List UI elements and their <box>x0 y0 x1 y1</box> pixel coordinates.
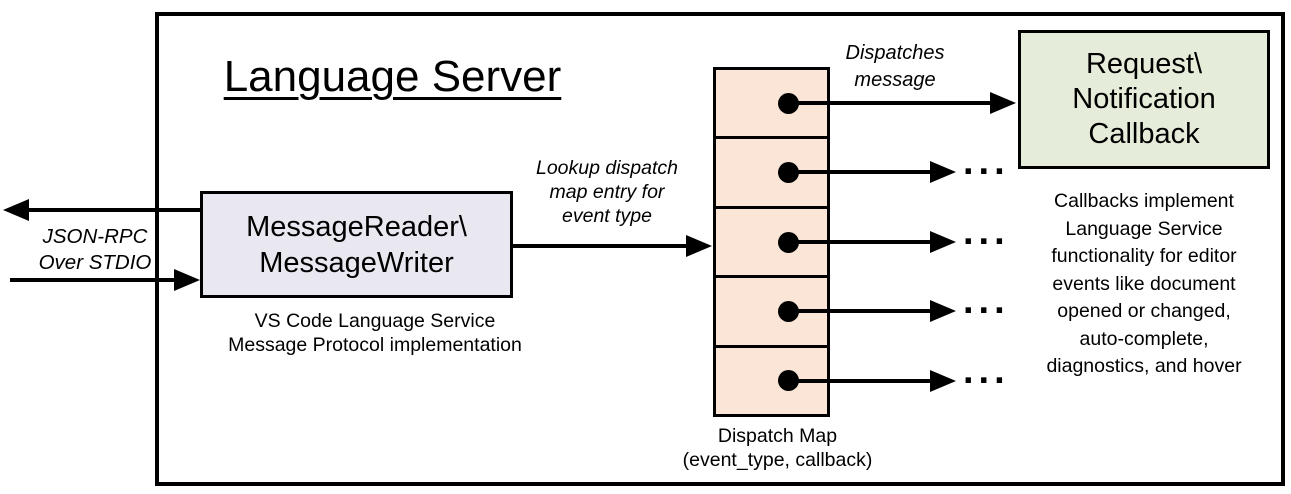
dispatches-message-label: Dispatches message <box>805 40 985 94</box>
lookup-dispatch-label-line2: map entry for <box>549 181 665 203</box>
dispatch-arrow-head-icon <box>930 300 956 322</box>
lookup-dispatch-label-line3: event type <box>562 205 652 227</box>
dispatch-arrow-head-icon <box>930 161 956 183</box>
diagram-title: Language Server <box>200 53 585 101</box>
dispatch-map-cell <box>716 139 827 209</box>
diagram-title-text: Language Server <box>223 52 562 101</box>
callback-note-line: auto-complete, <box>1079 327 1209 350</box>
dispatch-map-caption-line2: (event_type, callback) <box>682 449 873 471</box>
dispatch-map-caption-line1: Dispatch Map <box>717 425 838 447</box>
callback-note-line: events like document <box>1052 272 1236 295</box>
callback-box-line2: Notification <box>1072 83 1216 115</box>
callback-box-line3: Callback <box>1088 118 1200 150</box>
dispatch-arrow-line-1 <box>786 101 994 105</box>
ellipsis-label: ... <box>963 141 1010 183</box>
lookup-dispatch-label-line1: Lookup dispatch <box>535 157 679 179</box>
dispatch-arrow-head-icon <box>990 92 1016 114</box>
ellipsis-label: ... <box>963 211 1010 253</box>
message-box-caption: VS Code Language Service Message Protoco… <box>180 310 570 357</box>
io-transport-label: JSON-RPC Over STDIO <box>10 224 180 276</box>
lookup-arrow-line <box>513 244 690 248</box>
callback-note-line: functionality for editor <box>1051 245 1237 267</box>
dispatch-map-caption: Dispatch Map (event_type, callback) <box>650 424 905 472</box>
callback-note-line: diagnostics, and hover <box>1046 355 1242 377</box>
language-server-outer-box <box>155 12 1285 486</box>
dispatch-arrow-head-icon <box>930 231 956 253</box>
outbound-arrow-head-icon <box>3 199 29 221</box>
io-transport-label-line1: JSON-RPC <box>42 225 148 248</box>
ellipsis-label: ... <box>963 350 1010 392</box>
message-box-caption-line1: VS Code Language Service <box>254 310 496 332</box>
callback-note-line: Callbacks implement <box>1054 190 1234 212</box>
request-notification-callback-box: Request\ Notification Callback <box>1018 30 1270 169</box>
message-writer-label: MessageWriter <box>259 246 454 279</box>
ellipsis-label: ... <box>963 280 1010 322</box>
inbound-arrow-head-icon <box>174 269 200 291</box>
io-transport-label-line2: Over STDIO <box>38 251 152 274</box>
dispatch-arrow-line-5 <box>786 379 932 383</box>
dispatch-arrow-line-4 <box>786 309 932 313</box>
lookup-arrow-head-icon <box>686 235 712 257</box>
dispatches-message-label-line1: Dispatches <box>845 42 945 64</box>
message-reader-writer-box: MessageReader\ MessageWriter <box>200 191 513 298</box>
dispatch-map-box <box>713 67 830 417</box>
outbound-arrow-line <box>24 208 200 212</box>
dispatch-arrow-line-3 <box>786 240 932 244</box>
callback-box-line1: Request\ <box>1085 48 1203 80</box>
callback-note-line: Language Service <box>1065 217 1223 240</box>
callback-note-line: opened or changed, <box>1057 300 1231 322</box>
dispatch-arrow-head-icon <box>930 370 956 392</box>
callback-note: Callbacks implement Language Service fun… <box>1012 188 1276 381</box>
lookup-dispatch-label: Lookup dispatch map entry for event type <box>513 156 701 228</box>
dispatch-arrow-line-2 <box>786 170 932 174</box>
dispatches-message-label-line2: message <box>854 69 936 91</box>
message-box-caption-line2: Message Protocol implementation <box>228 333 522 356</box>
inbound-arrow-line <box>10 278 174 282</box>
message-reader-label: MessageReader\ <box>246 210 467 243</box>
